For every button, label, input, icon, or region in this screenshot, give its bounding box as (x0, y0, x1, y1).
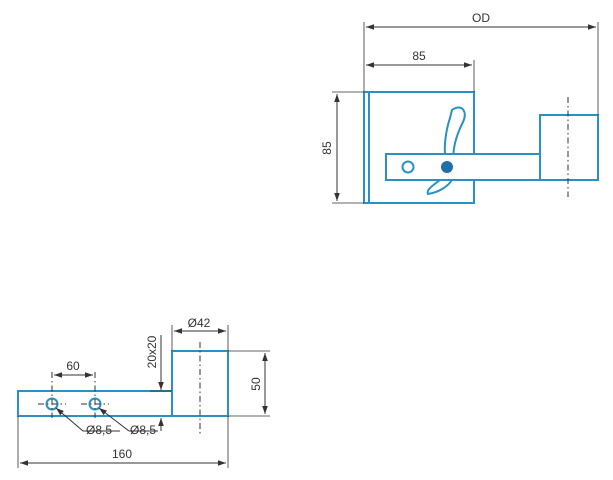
total-length-label: 160 (112, 447, 132, 461)
hole-1-label: Ø8,5 (86, 423, 112, 437)
hole-1 (38, 372, 66, 418)
hole-spacing-label: 60 (66, 359, 80, 373)
hole-2-leader (98, 407, 130, 432)
front-view: 60 Ø42 20x20 50 Ø8,5 Ø8,5 160 (17, 316, 270, 468)
curved-slot-upper (443, 106, 466, 163)
hole-2-label: Ø8,5 (130, 423, 156, 437)
width-label: 85 (412, 49, 426, 63)
bar-section-label: 20x20 (145, 335, 159, 368)
pivot-pin (441, 161, 453, 173)
hole-1-leader (55, 407, 84, 432)
height-label: 85 (320, 141, 334, 155)
arm-hole (401, 160, 415, 174)
top-view: OD 85 85 (320, 11, 599, 204)
post-top (539, 114, 599, 181)
post-diameter-label: Ø42 (188, 316, 211, 330)
hole-2 (81, 372, 109, 418)
post-height-label: 50 (249, 377, 263, 391)
od-label: OD (472, 11, 490, 25)
curved-slot-lower (426, 179, 454, 196)
